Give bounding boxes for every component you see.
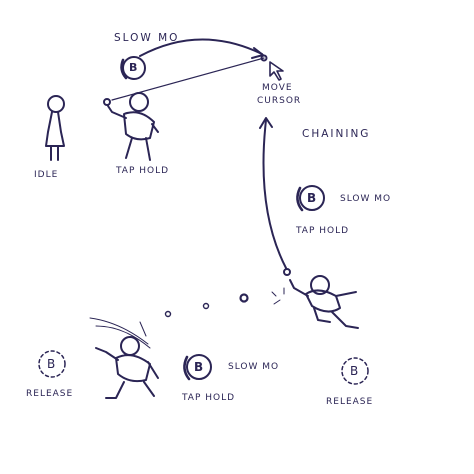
idle-figure [45,95,65,161]
release-label-right: RELEASE [326,397,374,407]
b-button-5 [341,357,369,385]
b-button-label-3: B [47,357,57,371]
chaining-arrow [262,119,287,269]
tap-hold-figure-1 [103,92,159,161]
b-button-label-1: B [129,61,139,74]
slow-mo-arc-1 [139,38,263,57]
tap-hold-label-1: TAP HOLD [116,166,170,176]
b-button-label-5: B [350,364,360,378]
chaining-label: CHAINING [302,128,371,140]
cursor-label: CURSOR [257,96,302,106]
tap-hold-label-3: TAP HOLD [182,393,236,403]
release-label-left: RELEASE [26,389,74,399]
ball-trail [164,293,249,318]
b-button-1 [120,56,146,80]
flying-figure [271,275,359,329]
b-button-label-4: B [194,360,205,374]
b-button-4 [183,354,212,381]
idle-label: IDLE [34,170,59,180]
cursor-arrow-icon [269,61,284,81]
move-label: MOVE [262,83,293,93]
slow-mo-label-3: SLOW MO [228,362,280,372]
slow-mo-label-2: SLOW MO [340,194,392,204]
tap-hold-label-2: TAP HOLD [296,226,350,236]
arrow-head-2 [259,117,273,129]
b-button-3 [38,350,66,378]
aim-line-1 [111,57,265,101]
b-button-label-2: B [307,191,318,205]
b-button-2 [296,185,325,212]
throwing-figure [89,317,159,399]
slow-mo-label-1: SLOW MO [114,32,180,44]
